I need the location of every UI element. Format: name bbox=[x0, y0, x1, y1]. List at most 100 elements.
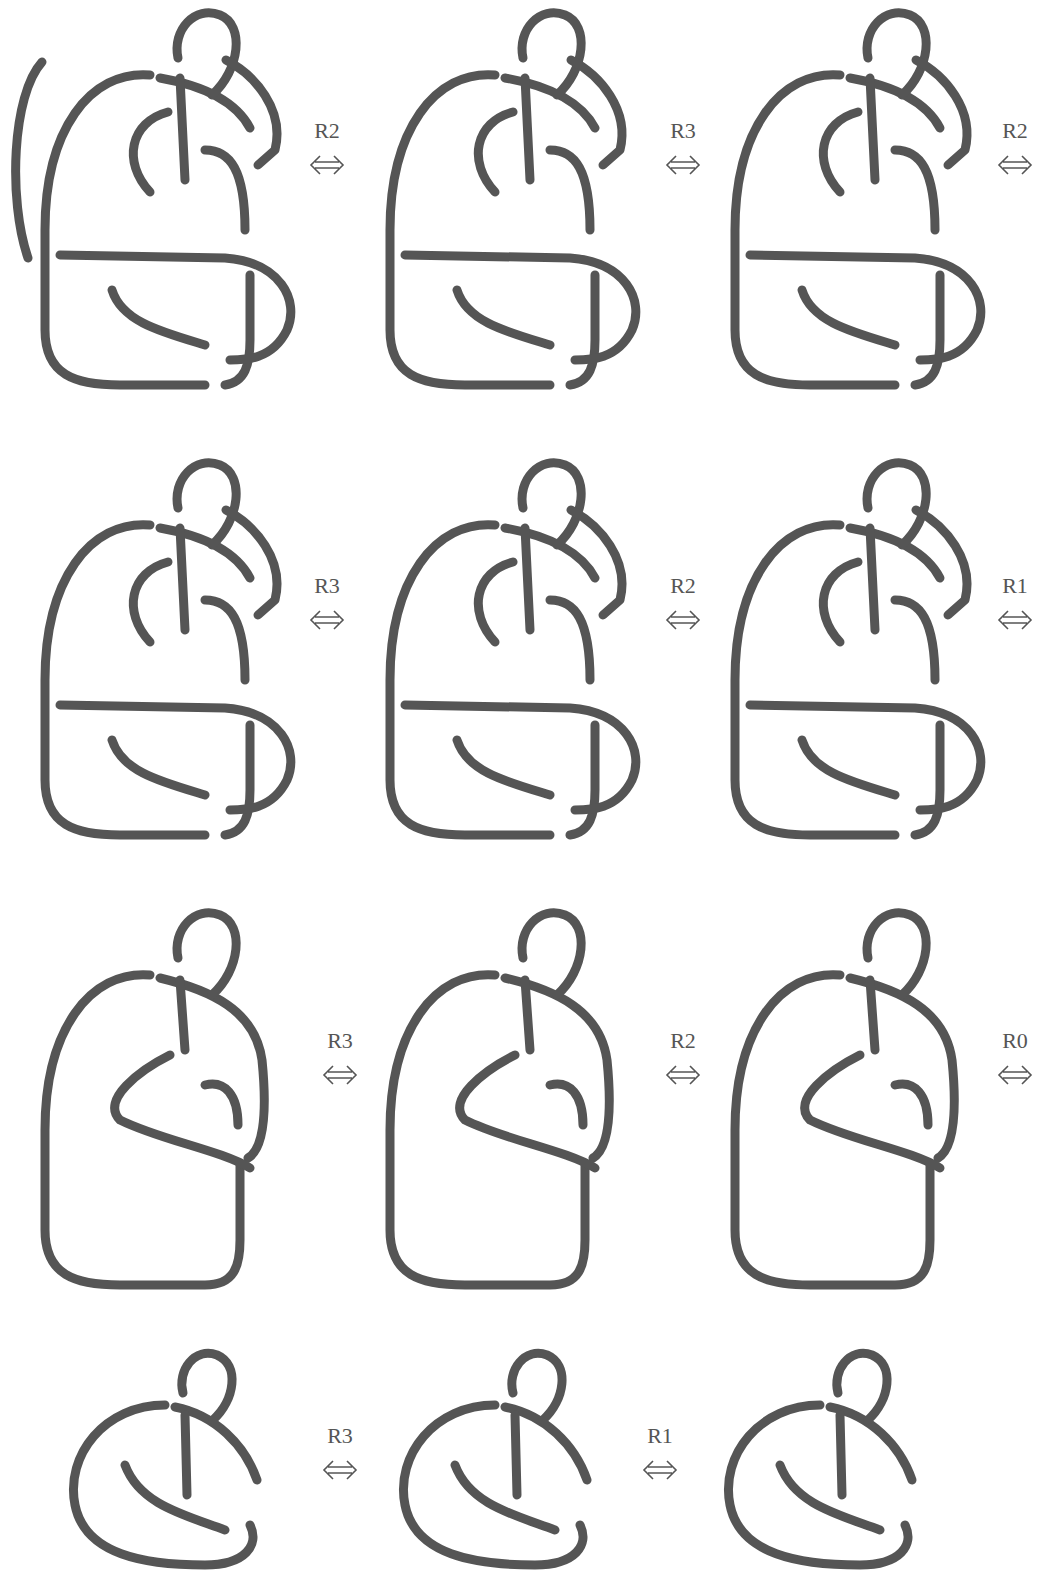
knot-strand bbox=[571, 60, 622, 165]
knot-strand bbox=[133, 112, 168, 192]
knot-strand bbox=[505, 528, 595, 578]
knot-strand bbox=[133, 562, 168, 642]
knot-strand bbox=[805, 1055, 940, 1168]
equivalence-arrow bbox=[324, 1066, 356, 1084]
knot-strand bbox=[460, 1055, 595, 1168]
move-label: R2 bbox=[314, 120, 340, 142]
knot-strand bbox=[457, 290, 550, 345]
knot-strand bbox=[550, 150, 590, 230]
knot-strand bbox=[112, 740, 205, 795]
knot-strand bbox=[915, 275, 940, 385]
knot-strand bbox=[550, 600, 590, 680]
knot-strand bbox=[802, 740, 895, 795]
knot-strand bbox=[180, 528, 185, 630]
knot-strand bbox=[867, 463, 926, 545]
knot-strand bbox=[185, 1415, 187, 1495]
knot-strand bbox=[390, 525, 550, 835]
knot-strand bbox=[870, 528, 875, 630]
knot-strand bbox=[226, 60, 277, 165]
knot-strand bbox=[405, 705, 636, 810]
move-label: R0 bbox=[1002, 1030, 1028, 1052]
knot-diagram bbox=[735, 913, 954, 1285]
knot-strand bbox=[570, 275, 595, 385]
knot-strand bbox=[160, 78, 250, 128]
knot-strand bbox=[112, 290, 205, 345]
knot-strand bbox=[125, 1465, 225, 1530]
knot-diagram bbox=[73, 1353, 257, 1565]
equivalence-arrow bbox=[999, 1066, 1031, 1084]
knot-strand bbox=[205, 600, 245, 680]
equivalence-arrow bbox=[999, 611, 1031, 629]
knot-strand bbox=[512, 1353, 562, 1420]
knot-strand bbox=[895, 600, 935, 680]
knot-strand bbox=[180, 980, 185, 1050]
knot-strand bbox=[522, 463, 581, 545]
knot-strand bbox=[735, 525, 895, 835]
knot-strand bbox=[515, 1415, 517, 1495]
knot-diagram bbox=[390, 913, 609, 1285]
equivalence-arrow bbox=[667, 1066, 699, 1084]
knot-strand bbox=[895, 150, 935, 230]
move-label: R3 bbox=[314, 575, 340, 597]
knot-strand bbox=[478, 112, 513, 192]
move-label: R3 bbox=[327, 1030, 353, 1052]
knot-strand bbox=[505, 78, 595, 128]
knot-strand bbox=[802, 290, 895, 345]
knot-strand bbox=[570, 725, 595, 835]
knot-strand bbox=[916, 60, 967, 165]
knot-strand bbox=[225, 275, 250, 385]
knot-strand bbox=[457, 740, 550, 795]
knot-strand bbox=[115, 1055, 250, 1168]
knot-diagram bbox=[45, 913, 264, 1285]
knot-strand bbox=[182, 1353, 232, 1420]
move-label: R2 bbox=[670, 1030, 696, 1052]
knot-strand bbox=[160, 528, 250, 578]
knot-strand bbox=[735, 75, 895, 385]
knot-strand bbox=[478, 562, 513, 642]
knot-strand bbox=[405, 255, 636, 360]
knot-strand bbox=[177, 13, 236, 95]
move-label: R1 bbox=[647, 1425, 673, 1447]
knot-strand bbox=[160, 978, 264, 1158]
knot-strand bbox=[840, 1415, 842, 1495]
knot-strand bbox=[780, 1465, 880, 1530]
knot-diagram bbox=[45, 463, 291, 835]
knot-strand bbox=[895, 1084, 928, 1125]
knot-strand bbox=[16, 62, 42, 258]
knot-strand bbox=[522, 913, 581, 995]
knot-strand bbox=[522, 13, 581, 95]
knot-diagram bbox=[728, 1353, 912, 1565]
equivalence-arrow bbox=[667, 156, 699, 174]
knot-strand bbox=[550, 1084, 583, 1125]
knot-strand bbox=[823, 112, 858, 192]
knot-strand bbox=[177, 913, 236, 995]
knot-strand bbox=[867, 913, 926, 995]
knot-strand bbox=[850, 78, 940, 128]
knot-diagram bbox=[735, 463, 981, 835]
move-label: R2 bbox=[1002, 120, 1028, 142]
knot-strand bbox=[750, 255, 981, 360]
move-label: R3 bbox=[327, 1425, 353, 1447]
knot-strand bbox=[915, 725, 940, 835]
knot-strand bbox=[45, 75, 205, 385]
knot-diagram bbox=[403, 1353, 587, 1565]
knot-strand bbox=[180, 78, 185, 180]
equivalence-arrow bbox=[311, 611, 343, 629]
knot-strand bbox=[571, 510, 622, 615]
equivalence-arrow bbox=[999, 156, 1031, 174]
knot-diagram bbox=[735, 13, 981, 385]
move-label: R3 bbox=[670, 120, 696, 142]
equivalence-arrow bbox=[667, 611, 699, 629]
knot-strand bbox=[525, 78, 530, 180]
knot-strand bbox=[837, 1353, 887, 1420]
knot-strand bbox=[525, 980, 530, 1050]
knot-strand bbox=[226, 510, 277, 615]
knot-strand bbox=[525, 528, 530, 630]
knot-strand bbox=[870, 980, 875, 1050]
knot-strand bbox=[823, 562, 858, 642]
knot-strand bbox=[870, 78, 875, 180]
knot-diagram bbox=[16, 13, 291, 385]
knot-strand bbox=[177, 463, 236, 545]
knot-strand bbox=[390, 75, 550, 385]
